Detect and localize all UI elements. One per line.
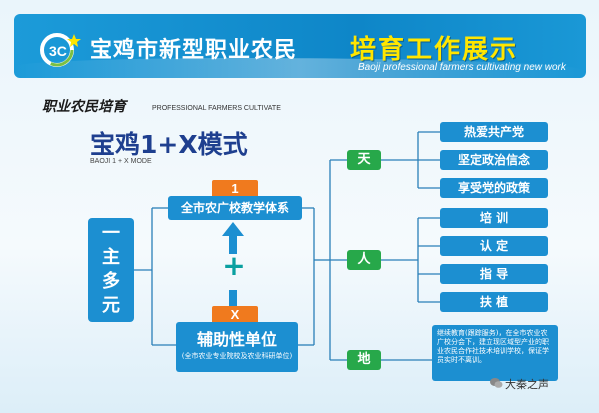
node-auxiliary-title: 辅助性单位 (196, 330, 277, 349)
item-guidance: 指 导 (440, 264, 548, 284)
svg-text:3C: 3C (49, 43, 67, 59)
header-title-en: Baoji professional farmers cultivating n… (358, 62, 566, 73)
node-teaching-system: 全市农广校教学体系 (168, 196, 302, 220)
item-training: 培 训 (440, 208, 548, 228)
item-love-party: 热爱共产党 (440, 122, 548, 142)
branch-label-di: 地 (347, 350, 381, 370)
section-subtitle-en: PROFESSIONAL FARMERS CULTIVATE (152, 105, 281, 112)
item-support: 扶 植 (440, 292, 548, 312)
mode-title-en: BAOJI 1 + X MODE (90, 158, 152, 165)
header-title: 宝鸡市新型职业农民 (90, 38, 298, 63)
item-political-belief: 坚定政治信念 (440, 150, 548, 170)
continuing-education-note: 继续教育(跟踪服务)，在全市农业农广校分会下，建立现区域型产业的职业农民合作社技… (432, 325, 558, 381)
tag-one: 1 (212, 180, 258, 198)
header-swoosh (14, 58, 586, 80)
branch-label-tian: 天 (347, 150, 381, 170)
header-banner (14, 14, 586, 80)
node-auxiliary-note: (全市农业专业院校及农业科研单位) (181, 352, 293, 360)
watermark: 大秦之声 (505, 378, 549, 391)
item-certification: 认 定 (440, 236, 548, 256)
branch-label-ren: 人 (347, 250, 381, 270)
section-subtitle: 职业农民培育 (42, 99, 126, 115)
tag-x: X (212, 306, 258, 324)
mode-title: 宝鸡1+X模式 (90, 130, 248, 159)
plus-sign: + (222, 249, 246, 282)
main-box: 一主多元 (88, 218, 134, 322)
item-party-policy: 享受党的政策 (440, 178, 548, 198)
logo-icon: 3C (40, 33, 81, 67)
node-auxiliary-units: 辅助性单位 (全市农业专业院校及农业科研单位) (176, 322, 298, 372)
header-title-right: 培育工作展示 (350, 35, 519, 65)
wechat-icon (490, 378, 503, 388)
